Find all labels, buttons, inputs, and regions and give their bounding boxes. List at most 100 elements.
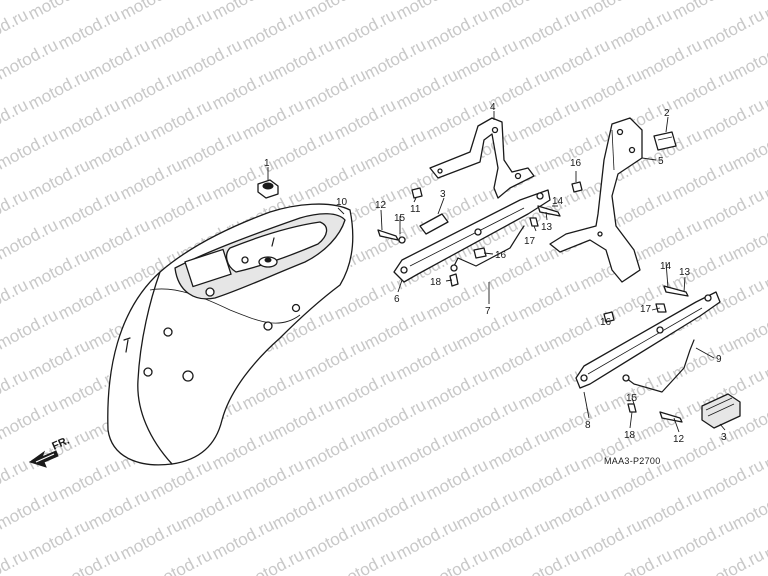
watermark-text: motod.ru xyxy=(577,425,645,473)
watermark-text: motod.ru xyxy=(669,245,737,293)
watermark-text: motod.ru xyxy=(515,5,583,53)
watermark-text: motod.ru xyxy=(25,245,93,293)
watermark-text: motod.ru xyxy=(607,275,675,323)
watermark-text: motod.ru xyxy=(301,515,369,563)
watermark-text: motod.ru xyxy=(301,155,369,203)
part-6-rail-left xyxy=(393,189,551,283)
watermark-text: motod.ru xyxy=(361,125,429,173)
watermark-text: motod.ru xyxy=(147,185,215,233)
watermark-text: motod.ru xyxy=(669,335,737,383)
watermark-text: motod.ru xyxy=(25,65,93,113)
part-3-reflector-left xyxy=(419,213,449,235)
watermark-text: motod.ru xyxy=(301,65,369,113)
watermark-text: motod.ru xyxy=(607,545,675,576)
watermark-text: motod.ru xyxy=(423,545,491,576)
watermark-text: motod.ru xyxy=(393,65,461,113)
watermark-text: motod.ru xyxy=(209,0,277,24)
part-9-wire-right xyxy=(622,339,695,393)
watermark-text: motod.ru xyxy=(0,5,31,53)
watermark-text: motod.ru xyxy=(545,35,613,83)
watermark-text: motod.ru xyxy=(393,0,461,24)
watermark-text: motod.ru xyxy=(209,515,277,563)
watermark-text: motod.ru xyxy=(177,485,245,533)
watermark-text: motod.ru xyxy=(669,155,737,203)
watermark-text: motod.ru xyxy=(25,155,93,203)
watermark-text: motod.ru xyxy=(331,365,399,413)
watermark-text: motod.ru xyxy=(729,305,768,353)
watermark-text: motod.ru xyxy=(699,185,767,233)
watermark-text: motod.ru xyxy=(0,455,31,503)
watermark-text: motod.ru xyxy=(0,125,61,173)
watermark-text: motod.ru xyxy=(545,485,613,533)
watermark-text: motod.ru xyxy=(85,35,153,83)
watermark-text: motod.ru xyxy=(761,0,768,24)
watermark-text: motod.ru xyxy=(515,275,583,323)
callout-layer xyxy=(267,111,726,433)
watermark-text: motod.ru xyxy=(331,5,399,53)
watermark-text: motod.ru xyxy=(177,125,245,173)
watermark-text: motod.ru xyxy=(55,455,123,503)
watermark-text: motod.ru xyxy=(239,365,307,413)
watermark-text: motod.ru xyxy=(85,125,153,173)
watermark-text: motod.ru xyxy=(25,515,93,563)
part-2-plate xyxy=(653,131,677,151)
watermark-text: motod.ru xyxy=(301,0,369,24)
watermark-text: motod.ru xyxy=(453,485,521,533)
part-1-nut xyxy=(257,179,279,199)
watermark-text: motod.ru xyxy=(577,65,645,113)
watermark-text: motod.ru xyxy=(0,185,31,233)
watermark-text: motod.ru xyxy=(637,215,705,263)
watermark-text: motod.ru xyxy=(423,365,491,413)
watermark-text: motod.ru xyxy=(485,65,553,113)
watermark-text: motod.ru xyxy=(515,365,583,413)
watermark-text: motod.ru xyxy=(0,275,31,323)
watermark-text: motod.ru xyxy=(117,0,185,24)
watermark-text: motod.ru xyxy=(0,215,61,263)
watermark-text: motod.ru xyxy=(729,35,768,83)
watermark-text: motod.ru xyxy=(607,185,675,233)
watermark-text: motod.ru xyxy=(485,335,553,383)
hardware-left xyxy=(377,187,561,287)
watermark-text: motod.ru xyxy=(637,35,705,83)
watermark-text: motod.ru xyxy=(239,455,307,503)
watermark-text: motod.ru xyxy=(729,485,768,533)
watermark-text: motod.ru xyxy=(117,65,185,113)
watermark-text: motod.ru xyxy=(331,455,399,503)
watermark-text: motod.ru xyxy=(0,395,61,443)
rear-fender xyxy=(107,203,354,466)
watermark-text: motod.ru xyxy=(239,545,307,576)
watermark-text: motod.ru xyxy=(85,215,153,263)
watermark-text: motod.ru xyxy=(301,335,369,383)
watermark-text: motod.ru xyxy=(729,215,768,263)
watermark-text: motod.ru xyxy=(177,35,245,83)
watermark-text: motod.ru xyxy=(239,5,307,53)
watermark-text: motod.ru xyxy=(0,485,61,533)
watermark-text: motod.ru xyxy=(515,455,583,503)
watermark-text: motod.ru xyxy=(453,35,521,83)
watermark-text: motod.ru xyxy=(515,95,583,143)
watermark-text: motod.ru xyxy=(637,485,705,533)
watermark-text: motod.ru xyxy=(577,515,645,563)
watermark-text: motod.ru xyxy=(209,425,277,473)
front-direction-arrow xyxy=(28,450,59,468)
watermark-text: motod.ru xyxy=(269,485,337,533)
watermark-text: motod.ru xyxy=(331,545,399,576)
watermark-text: motod.ru xyxy=(147,95,215,143)
watermark-text: motod.ru xyxy=(55,275,123,323)
watermark-text: motod.ru xyxy=(515,545,583,576)
watermark-text: motod.ru xyxy=(269,125,337,173)
part-7-wire-left xyxy=(450,225,525,272)
watermark-text: motod.ru xyxy=(361,35,429,83)
watermark-text: motod.ru xyxy=(331,95,399,143)
watermark-text: motod.ru xyxy=(545,305,613,353)
watermark-text: motod.ru xyxy=(361,305,429,353)
watermark-text: motod.ru xyxy=(453,395,521,443)
watermark-text: motod.ru xyxy=(699,545,767,576)
watermark-text: motod.ru xyxy=(545,395,613,443)
watermark-text: motod.ru xyxy=(699,455,767,503)
watermark-text: motod.ru xyxy=(269,35,337,83)
watermark-text: motod.ru xyxy=(239,95,307,143)
watermark-text: motod.ru xyxy=(147,545,215,576)
watermark-text: motod.ru xyxy=(485,245,553,293)
